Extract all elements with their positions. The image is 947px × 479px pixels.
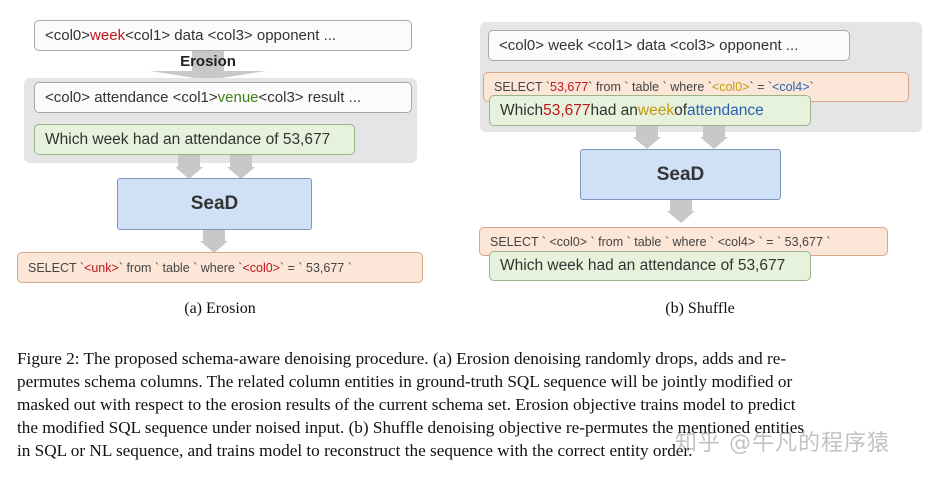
caption-line: permutes schema columns. The related col… xyxy=(17,372,793,391)
arrow-shaft xyxy=(203,230,225,242)
erosion-eroded-schema: <col0> attendance <col1> venue <col3> re… xyxy=(34,82,412,113)
sql-token-col4: <col4> xyxy=(772,80,810,94)
arrow-head xyxy=(633,137,661,149)
figure-caption: Figure 2: The proposed schema-aware deno… xyxy=(17,347,933,462)
sql-text-part: SELECT ` xyxy=(494,80,551,94)
arrow-head xyxy=(227,167,255,179)
sql-text-part: ` xyxy=(809,80,814,94)
shuffle-nl-shuffled: Which 53,677 had an week of attendance xyxy=(489,95,811,126)
sql-text-part: ` = ` 53,677 ` xyxy=(279,260,352,275)
schema-text-part: <col3> result ... xyxy=(258,89,362,106)
arrow-shaft xyxy=(636,126,658,137)
arrow-shaft xyxy=(178,155,200,167)
nl-token-week: week xyxy=(637,101,675,119)
nl-text-part: had an xyxy=(590,101,638,119)
caption-line: masked out with respect to the erosion r… xyxy=(17,395,796,414)
sql-token-value: 53,677 xyxy=(550,80,589,94)
schema-highlight-week: week xyxy=(90,27,126,44)
sql-text-part: ` = ` xyxy=(749,80,773,94)
schema-text-part: <col0> xyxy=(45,27,91,44)
nl-token-value: 53,677 xyxy=(543,101,591,119)
caption-line: in SQL or NL sequence, and trains model … xyxy=(17,441,693,460)
watermark: 知乎 @牛凡的程序猿 xyxy=(675,431,890,456)
shuffle-input-schema: <col0> week <col1> data <col3> opponent … xyxy=(488,30,850,61)
arrow-shaft xyxy=(230,155,252,167)
nl-text-part: of xyxy=(674,101,688,119)
erosion-nl-question: Which week had an attendance of 53,677 xyxy=(34,124,355,155)
nl-text-part: Which xyxy=(500,101,544,119)
erosion-input-schema: <col0> week <col1> data <col3> opponent … xyxy=(34,20,412,51)
arrow-head xyxy=(175,167,203,179)
sql-text-part: SELECT ` xyxy=(28,260,85,275)
caption-line: Figure 2: The proposed schema-aware deno… xyxy=(17,349,787,368)
arrow-shaft xyxy=(670,200,692,211)
sead-model-box: SeaD xyxy=(117,178,312,230)
schema-text-part: <col1> data <col3> opponent ... xyxy=(125,27,337,44)
sql-token-unk: <unk> xyxy=(84,260,119,275)
erosion-label: Erosion xyxy=(180,53,236,70)
sql-text-part: ` from ` table ` where ` xyxy=(118,260,243,275)
sql-token-col0: <col0> xyxy=(711,80,750,94)
erosion-output-sql: SELECT ` <unk> ` from ` table ` where ` … xyxy=(17,252,423,283)
caption-line: the modified SQL sequence under noised i… xyxy=(17,418,805,437)
shuffle-output-nl: Which week had an attendance of 53,677 xyxy=(489,251,811,281)
arrow-head xyxy=(200,241,228,253)
arrow-shaft xyxy=(703,126,725,137)
subfigure-caption-b: (b) Shuffle xyxy=(665,300,735,317)
sql-token-col0: <col0> xyxy=(242,260,280,275)
sead-model-box: SeaD xyxy=(580,149,781,200)
schema-highlight-venue: venue xyxy=(217,89,259,106)
arrow-head xyxy=(150,71,266,80)
nl-token-attendance: attendance xyxy=(687,101,764,119)
arrow-head xyxy=(700,137,728,149)
schema-text-part: <col0> attendance <col1> xyxy=(45,89,218,106)
arrow-shaft xyxy=(192,51,224,71)
sql-text-part: ` from ` table ` where ` xyxy=(588,80,712,94)
arrow-head xyxy=(667,211,695,223)
subfigure-caption-a: (a) Erosion xyxy=(184,300,256,317)
